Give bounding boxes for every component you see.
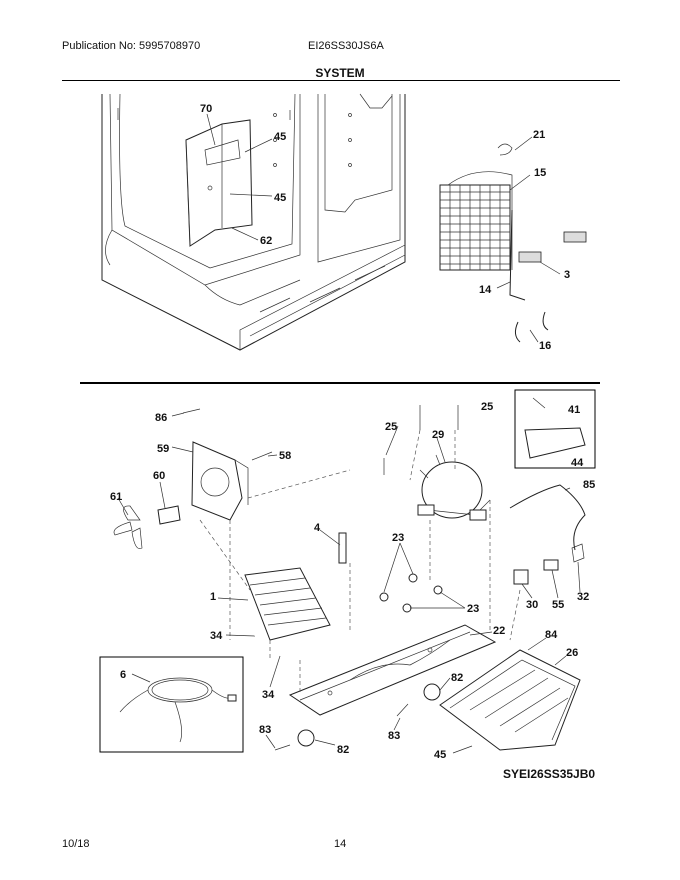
callout-25-right: 25 [481, 401, 493, 413]
fan-screw [182, 408, 201, 414]
cabinet-outline [101, 93, 406, 351]
discharge-tube [509, 484, 586, 551]
callout-85: 85 [583, 479, 595, 491]
publication-number: Publication No: 5995708970 [62, 40, 201, 52]
callout-25-left: 25 [385, 421, 397, 433]
fan-motor [157, 505, 181, 525]
leveling-leg-left [297, 729, 315, 747]
hose-clamps [514, 311, 549, 343]
condenser-coil [439, 171, 526, 301]
compressor-grommets [379, 573, 443, 613]
mounting-bracket [524, 397, 586, 459]
evaporator-cover [185, 119, 253, 247]
callout-83-right: 83 [388, 730, 400, 742]
header-rule [62, 80, 620, 81]
lower-condenser [244, 567, 331, 641]
callout-45-lower: 45 [274, 192, 286, 204]
model-number: EI26SS30JS6A [308, 40, 384, 52]
callout-44: 44 [571, 457, 584, 469]
callout-4: 4 [314, 522, 321, 534]
grommet-lower [563, 231, 587, 243]
callout-45-pan: 45 [434, 749, 446, 761]
leveling-leg-right [423, 683, 441, 701]
section-divider [80, 382, 600, 384]
page-title: SYSTEM [315, 66, 365, 80]
callout-60: 60 [153, 470, 165, 482]
bracket-inset-box [514, 389, 596, 469]
callout-1: 1 [210, 591, 216, 603]
footer-date: 10/18 [62, 838, 90, 850]
callout-84: 84 [545, 629, 558, 641]
overload [513, 569, 529, 585]
compressor [417, 454, 491, 521]
callout-29: 29 [432, 429, 444, 441]
alignment-dashes [199, 429, 521, 695]
relay-cover [571, 543, 585, 563]
fan-blade [113, 505, 143, 549]
callout-83-left: 83 [259, 724, 271, 736]
callout-34-upper: 34 [210, 630, 223, 642]
leader-lines [117, 113, 581, 754]
callout-3: 3 [564, 269, 570, 281]
callout-34-lower: 34 [262, 689, 275, 701]
callout-14: 14 [479, 284, 492, 296]
callout-45-upper: 45 [274, 131, 286, 143]
callout-6: 6 [120, 669, 126, 681]
callout-82-left: 82 [337, 744, 349, 756]
callout-41: 41 [568, 404, 580, 416]
callout-58: 58 [279, 450, 291, 462]
callout-62: 62 [260, 235, 272, 247]
leg-screws [274, 703, 409, 751]
callout-70: 70 [200, 103, 212, 115]
harness-inset-box [99, 656, 244, 753]
callout-55: 55 [552, 599, 564, 611]
callout-23-upper: 23 [392, 532, 404, 544]
callout-22: 22 [493, 625, 505, 637]
callout-16: 16 [539, 340, 551, 352]
callout-21: 21 [533, 129, 545, 141]
drain-clip [497, 143, 513, 156]
drain-pan [439, 649, 581, 751]
callout-15: 15 [534, 167, 546, 179]
callout-59: 59 [157, 443, 169, 455]
callout-86: 86 [155, 412, 167, 424]
callout-23-lower: 23 [467, 603, 479, 615]
grommet-upper [518, 251, 542, 263]
callout-26: 26 [566, 647, 578, 659]
callout-82-right: 82 [451, 672, 463, 684]
callout-labels: 70 45 45 62 21 15 3 14 16 86 59 58 60 61… [110, 103, 595, 761]
bracket-screw [251, 451, 273, 461]
diagram-code: SYEI26SS35JB0 [503, 767, 596, 781]
callout-32: 32 [577, 591, 589, 603]
wiring-harness [119, 677, 237, 743]
page-number: 14 [334, 838, 347, 850]
relay [543, 559, 559, 571]
callout-30: 30 [526, 599, 538, 611]
compressor-bolts [383, 405, 459, 475]
callout-61: 61 [110, 491, 122, 503]
base-plate [288, 624, 497, 716]
drier [338, 532, 347, 564]
fan-bracket [191, 441, 249, 521]
